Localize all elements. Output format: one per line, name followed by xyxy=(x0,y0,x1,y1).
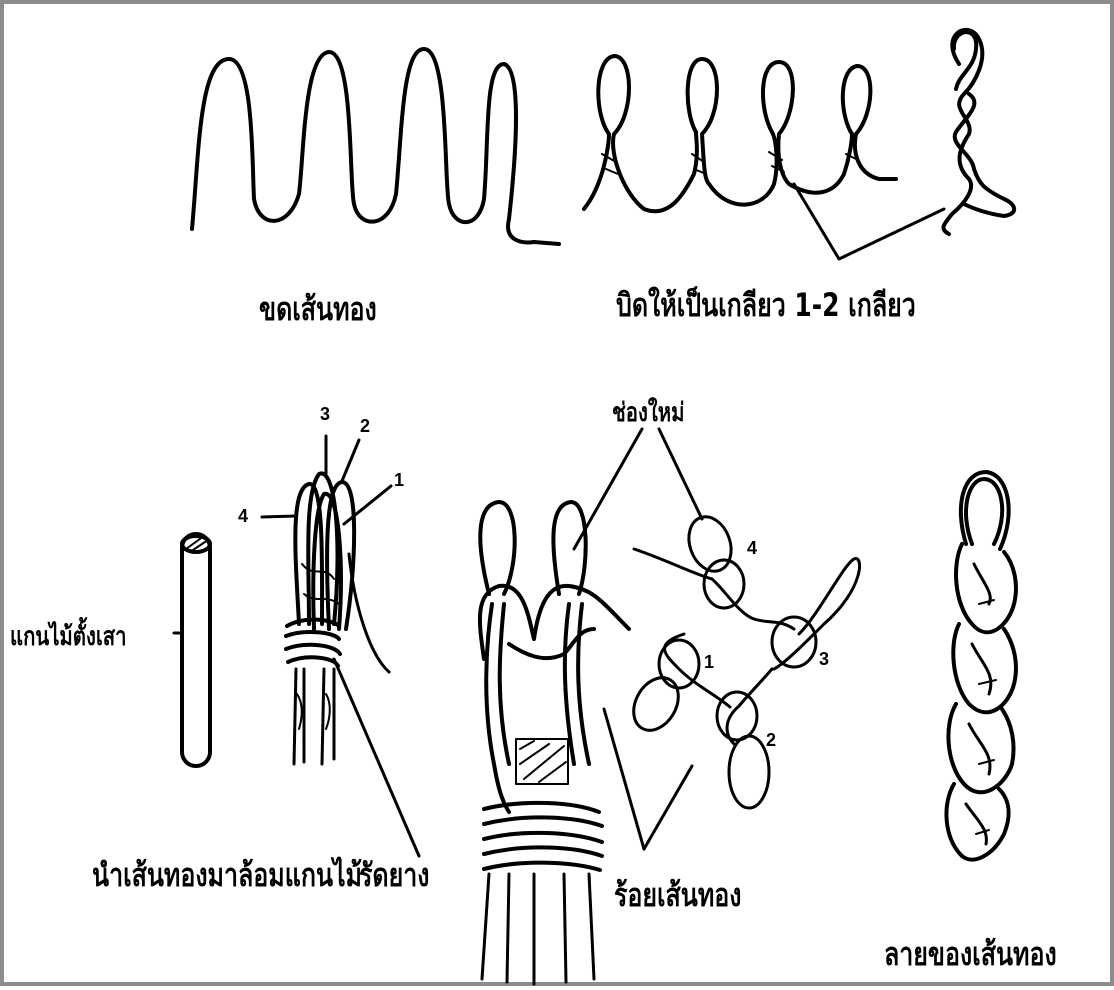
chain-pattern-drawing xyxy=(946,472,1016,860)
link-number-1: 1 xyxy=(704,652,714,673)
label-twist-wire: บิดให้เป็นเกลียว 1-2 เกลียว xyxy=(616,280,916,331)
label-thread-wire: ร้อยเส้นทอง xyxy=(614,870,741,921)
wrapped-pole-drawing xyxy=(262,436,419,856)
twisted-loops-drawing xyxy=(584,30,1014,259)
label-wooden-pole: แกนไม้ตั้งเสา xyxy=(10,616,127,657)
number-label-3: 3 xyxy=(320,404,330,425)
number-label-2: 2 xyxy=(360,416,370,437)
label-coil-wire: ขดเส้นทอง xyxy=(259,284,377,335)
label-new-hole: ช่องใหม่ xyxy=(612,392,684,433)
link-number-3: 3 xyxy=(819,649,829,670)
link-number-4: 4 xyxy=(747,538,757,559)
number-label-4: 4 xyxy=(238,506,248,527)
wooden-pole-drawing xyxy=(174,534,210,766)
link-number-2: 2 xyxy=(766,730,776,751)
label-chain-pattern: ลายของเส้นทอง xyxy=(884,929,1057,980)
gold-chain-diagram xyxy=(4,4,1114,990)
number-label-1: 1 xyxy=(394,470,404,491)
coiled-wire-drawing xyxy=(192,49,559,244)
label-rubber-band: รัดยาง xyxy=(359,850,429,901)
label-wrap-pole: นำเส้นทองมาล้อมแกนไม้ xyxy=(92,850,362,901)
